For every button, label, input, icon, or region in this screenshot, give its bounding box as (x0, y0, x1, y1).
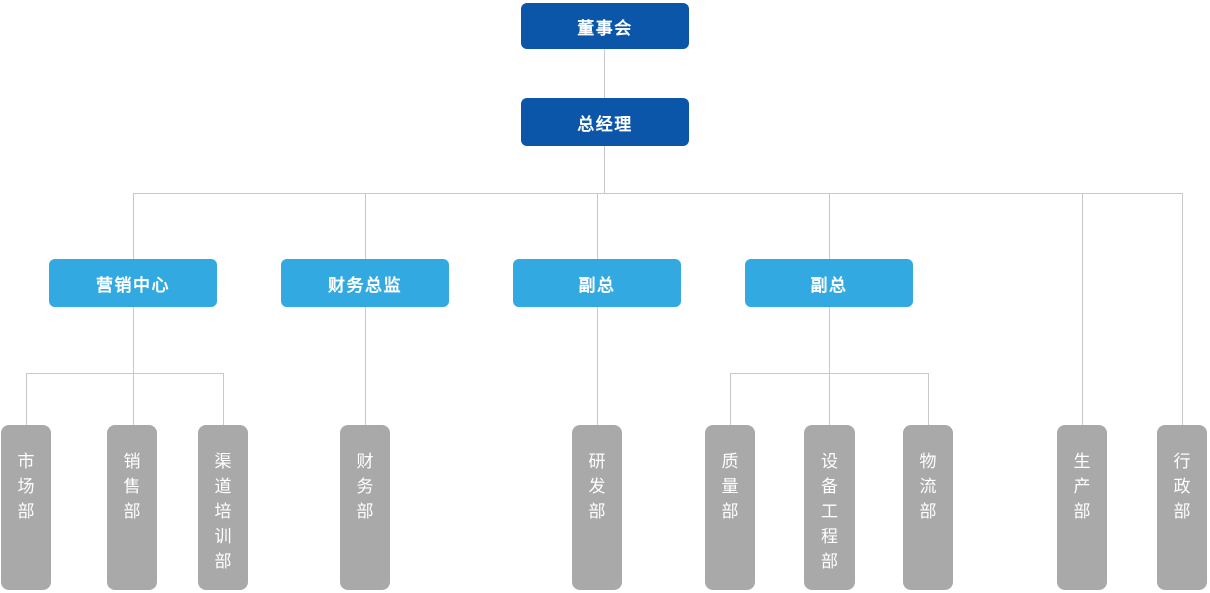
node-vice-president-2: 副总 (745, 259, 913, 307)
connector-line (604, 146, 605, 193)
node-dept-market: 市场部 (1, 425, 51, 590)
node-vice-president-1: 副总 (513, 259, 681, 307)
dept-label: 物流部 (919, 452, 937, 521)
dept-label: 财务部 (356, 452, 374, 521)
connector-line (1182, 193, 1183, 425)
dept-label: 渠道培训部 (214, 452, 232, 571)
node-dept-channel-training: 渠道培训部 (198, 425, 248, 590)
connector-line (26, 373, 27, 425)
connector-line (133, 307, 134, 425)
dept-label: 质量部 (721, 452, 739, 521)
dept-label: 行政部 (1173, 452, 1191, 521)
node-dept-administration: 行政部 (1157, 425, 1207, 590)
connector-line (223, 373, 224, 425)
connector-line (597, 307, 598, 425)
dept-label: 生产部 (1073, 452, 1091, 521)
node-dept-equipment-engineering: 设备工程部 (804, 425, 855, 590)
connector-line (597, 193, 598, 259)
connector-line (829, 193, 830, 259)
node-dept-sales: 销售部 (107, 425, 157, 590)
node-dept-finance: 财务部 (340, 425, 390, 590)
node-dept-rnd: 研发部 (572, 425, 622, 590)
dept-label: 设备工程部 (821, 452, 838, 571)
connector-line (26, 373, 224, 374)
connector-line (365, 307, 366, 425)
connector-line (365, 193, 366, 259)
dept-label: 市场部 (17, 452, 35, 521)
connector-line (829, 307, 830, 425)
node-marketing-center: 营销中心 (49, 259, 217, 307)
node-finance-director: 财务总监 (281, 259, 449, 307)
connector-line (928, 373, 929, 425)
connector-line (133, 193, 1183, 194)
connector-line (730, 373, 731, 425)
node-dept-quality: 质量部 (705, 425, 755, 590)
dept-label: 销售部 (123, 452, 141, 521)
dept-label: 研发部 (588, 452, 606, 521)
connector-line (1082, 193, 1083, 425)
node-general-manager: 总经理 (521, 98, 689, 146)
node-dept-logistics: 物流部 (903, 425, 953, 590)
connector-line (730, 373, 928, 374)
connector-line (604, 49, 605, 98)
connector-line (133, 193, 134, 259)
node-dept-production: 生产部 (1057, 425, 1107, 590)
node-board: 董事会 (521, 3, 689, 49)
